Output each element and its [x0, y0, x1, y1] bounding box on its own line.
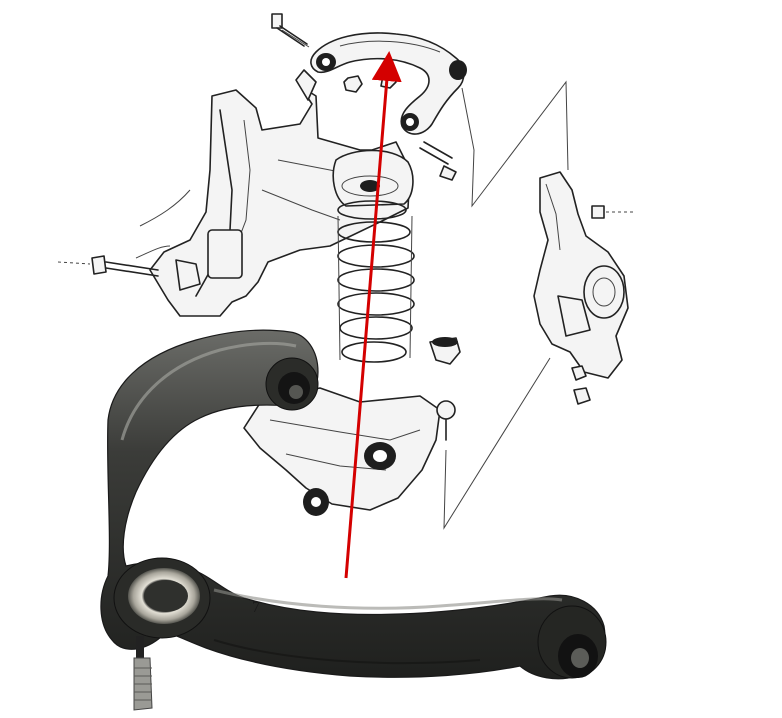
spring-upper-mount [332, 149, 414, 207]
photo-upper-control-arm: 7 [100, 329, 607, 711]
bump-stop [429, 337, 461, 365]
knuckle-nuts [571, 365, 591, 405]
upper-arm-bolt [271, 13, 310, 48]
nut-upper-left [343, 75, 363, 93]
red-pointer-arrow [344, 51, 402, 579]
steering-knuckle [533, 171, 634, 379]
long-bolt-left [57, 255, 159, 277]
exploded-line-diagram [57, 13, 634, 530]
leader-lines [443, 80, 569, 530]
photo-ball-joint-stud [133, 657, 153, 711]
diagram-lower-control-arm [243, 387, 456, 516]
photo-lower-bushing [537, 605, 607, 679]
frame-bracket [135, 69, 411, 317]
photo-upper-bushing [265, 357, 319, 411]
diagram-upper-control-arm [310, 32, 467, 135]
photo-ball-joint [113, 557, 211, 711]
part-stamp: 7 [252, 599, 260, 616]
bolt-upper-right [419, 141, 457, 181]
